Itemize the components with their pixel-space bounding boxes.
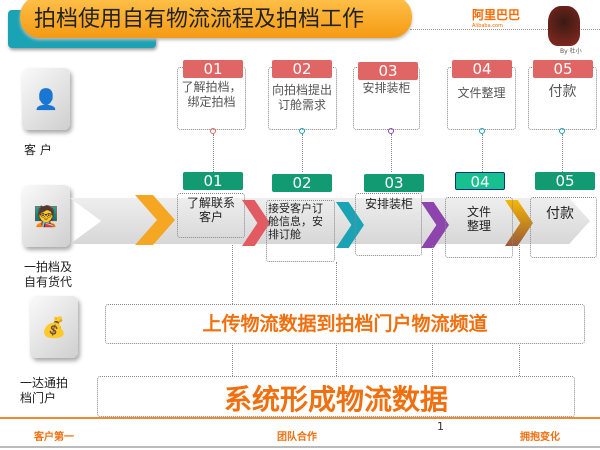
person-icon: 👤 bbox=[22, 68, 70, 130]
partner-step-2-text: 接受客户订舱信息，安排订舱 bbox=[268, 202, 323, 241]
system-data-box: 系统形成物流数据 bbox=[97, 376, 575, 417]
connector-line bbox=[213, 134, 214, 172]
partner-step-4-text: 文件整理 bbox=[466, 205, 491, 233]
role-label-portal: 一达通拍档门户 bbox=[20, 376, 69, 405]
customer-step-2-text: 向拍档提出订舱需求 bbox=[272, 83, 333, 112]
author-avatar bbox=[548, 6, 580, 46]
bottom-border bbox=[0, 446, 600, 448]
connector-line bbox=[562, 134, 563, 172]
connector-dot bbox=[299, 128, 305, 134]
header-divider bbox=[410, 29, 600, 30]
logo-sub: Alibaba.com bbox=[472, 23, 503, 29]
connector-dot bbox=[388, 128, 394, 134]
connector-line bbox=[302, 134, 303, 172]
role-label-customer: 客 户 bbox=[24, 143, 52, 157]
customer-step-4-text: 文件整理 bbox=[457, 86, 506, 100]
role-label-partner: 一拍档及自有货代 bbox=[24, 260, 73, 289]
partner-step-1-text: 了解联系客户 bbox=[186, 196, 235, 224]
customer-step-5-num: 05 bbox=[533, 60, 593, 78]
footer-left: 客户第一 bbox=[34, 432, 74, 443]
partner-step-3 bbox=[355, 193, 422, 256]
customer-step-5-text: 付款 bbox=[548, 84, 577, 100]
partner-step-4 bbox=[445, 197, 513, 258]
partner-step-2 bbox=[266, 200, 335, 262]
presenter-icon: 🧑‍🏫 bbox=[22, 185, 70, 247]
customer-step-1-text: 了解拍档，绑定拍档 bbox=[181, 80, 242, 109]
partner-step-1-num: 01 bbox=[183, 172, 243, 190]
page-number: 1 bbox=[437, 420, 444, 433]
partner-step-5-text: 付款 bbox=[546, 206, 574, 222]
author-credit: By 杜小 bbox=[560, 48, 582, 55]
customer-step-2-num: 02 bbox=[272, 60, 332, 78]
footer-right: 拥抱变化 bbox=[520, 432, 560, 443]
connector-dot bbox=[210, 128, 216, 134]
partner-step-3-text: 安排装柜 bbox=[364, 197, 413, 211]
customer-step-1-num: 01 bbox=[183, 60, 243, 78]
footer-center: 团队合作 bbox=[277, 432, 317, 443]
page-title: 拍档使用自有物流流程及拍档工作 bbox=[20, 0, 412, 38]
connector-line bbox=[391, 134, 392, 172]
partner-step-3-num: 03 bbox=[364, 174, 424, 192]
footer-divider bbox=[0, 417, 600, 419]
connector-dot bbox=[559, 128, 565, 134]
partner-step-1 bbox=[177, 193, 245, 238]
connector-dot bbox=[479, 128, 485, 134]
partner-step-2-num: 02 bbox=[272, 174, 332, 192]
upload-data-box: 上传物流数据到拍档门户物流频道 bbox=[105, 304, 585, 344]
partner-step-4-num: 04 bbox=[455, 172, 505, 191]
logo-text: 阿里巴巴 bbox=[472, 8, 521, 22]
customer-step-3-text: 安排装柜 bbox=[362, 81, 411, 95]
money-bags-icon: 💰 bbox=[30, 296, 78, 358]
customer-step-4-num: 04 bbox=[452, 60, 512, 78]
customer-step-3-num: 03 bbox=[358, 62, 418, 80]
connector-line bbox=[482, 134, 483, 172]
partner-step-5 bbox=[530, 197, 597, 258]
partner-step-5-num: 05 bbox=[535, 172, 595, 190]
